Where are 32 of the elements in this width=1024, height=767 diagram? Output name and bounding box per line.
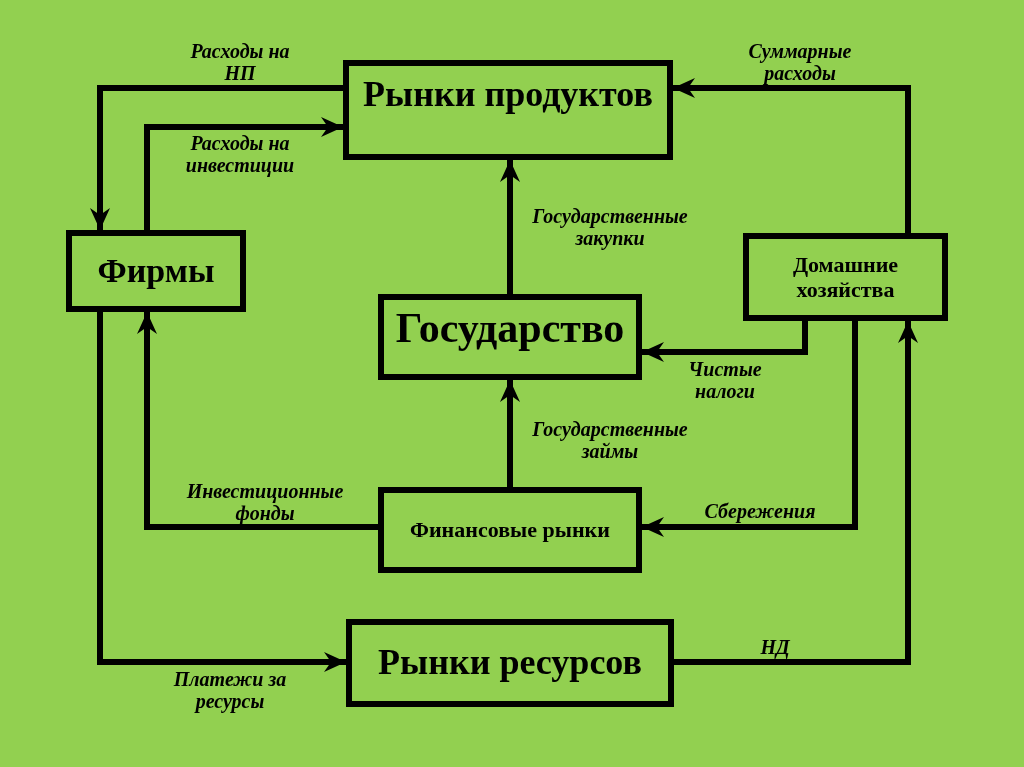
arrow bbox=[500, 160, 520, 294]
node-label: Рынки ресурсов bbox=[378, 642, 642, 684]
process-box bbox=[378, 294, 642, 380]
process-box bbox=[346, 619, 674, 707]
edge-label: Государственные займы bbox=[531, 418, 689, 462]
node-label: Фирмы bbox=[97, 251, 215, 291]
process-box bbox=[66, 230, 246, 312]
edge-label: Сбережения bbox=[703, 500, 817, 522]
arrow bbox=[137, 312, 378, 530]
edge-label: Чистые налоги bbox=[687, 358, 763, 402]
edge-label: НД bbox=[759, 636, 791, 658]
edge-label: Суммарные расходы bbox=[747, 40, 853, 84]
arrow bbox=[642, 321, 858, 537]
process-box bbox=[378, 487, 642, 573]
arrow bbox=[97, 312, 346, 672]
node-label: Домашние хозяйства bbox=[791, 251, 900, 303]
arrow bbox=[90, 85, 343, 230]
node-label: Рынки продуктов bbox=[363, 74, 653, 116]
edge-label: Инвестиционные фонды bbox=[185, 480, 345, 524]
edge-label: Платежи за ресурсы bbox=[172, 668, 288, 712]
edge-label: Государственные закупки bbox=[531, 205, 689, 249]
arrow bbox=[500, 380, 520, 487]
process-box bbox=[343, 60, 673, 160]
arrow bbox=[144, 117, 343, 230]
arrow bbox=[642, 321, 808, 362]
arrow bbox=[673, 78, 911, 233]
node-label: Государство bbox=[395, 304, 625, 353]
node-label: Финансовые рынки bbox=[410, 517, 610, 543]
edge-label: Расходы на НП bbox=[189, 40, 291, 84]
arrow bbox=[674, 321, 918, 665]
process-box bbox=[743, 233, 948, 321]
edge-label: Расходы на инвестиции bbox=[184, 132, 296, 176]
